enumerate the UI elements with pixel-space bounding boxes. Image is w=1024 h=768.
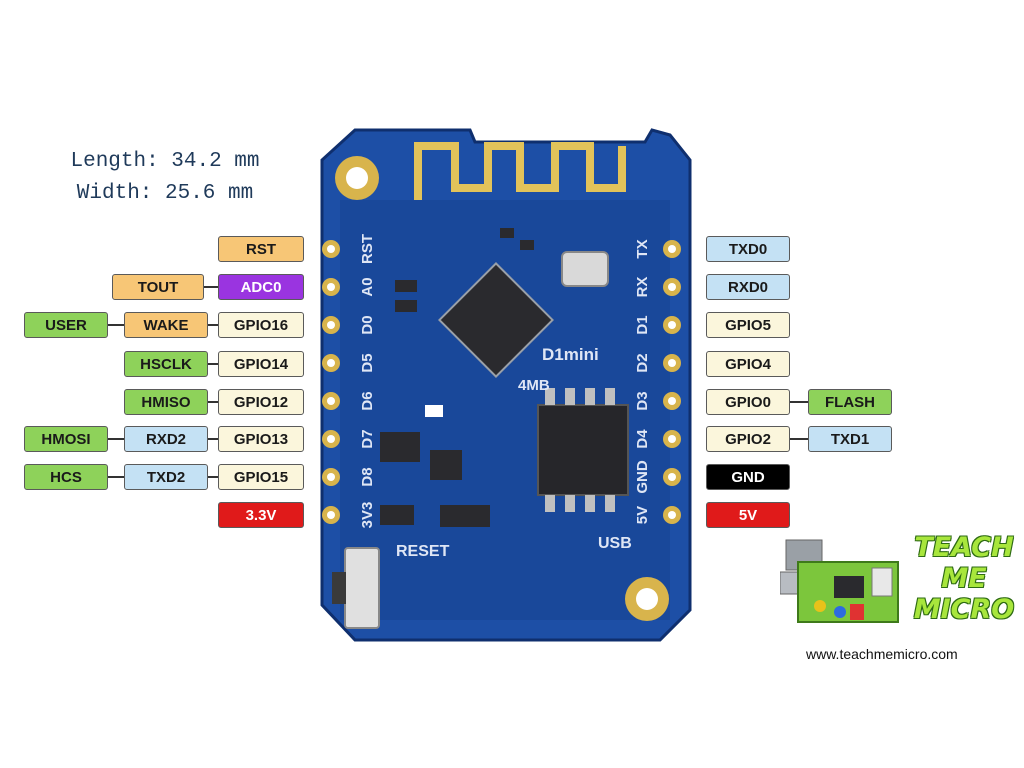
label-gnd: GND <box>706 464 790 490</box>
label-gpio4: GPIO4 <box>706 351 790 377</box>
label-wake: WAKE <box>124 312 208 338</box>
header-pin-hole <box>668 283 676 291</box>
label-rxd0: RXD0 <box>706 274 790 300</box>
label-gpio16: GPIO16 <box>218 312 304 338</box>
label-txd0: TXD0 <box>706 236 790 262</box>
silkscreen-pin-label: D8 <box>359 467 376 486</box>
header-pin-hole <box>668 473 676 481</box>
silkscreen-pin-label: D7 <box>359 429 376 448</box>
silkscreen-pin-label: D6 <box>359 391 376 410</box>
reset-label: RESET <box>396 543 450 560</box>
label-hmiso: HMISO <box>124 389 208 415</box>
connector-line <box>108 476 124 478</box>
label-rxd2: RXD2 <box>124 426 208 452</box>
silkscreen-pin-label: TX <box>634 239 651 258</box>
connector-line <box>108 324 124 326</box>
silkscreen-pin-label: A0 <box>359 277 376 296</box>
label-txd2: TXD2 <box>124 464 208 490</box>
label-adc0: ADC0 <box>218 274 304 300</box>
header-pin-hole <box>327 283 335 291</box>
label-gpio0: GPIO0 <box>706 389 790 415</box>
header-pin-hole <box>668 359 676 367</box>
silkscreen-pin-label: 5V <box>634 506 651 524</box>
header-pin-hole <box>668 321 676 329</box>
header-pin-hole <box>327 245 335 253</box>
header-pins <box>322 240 681 524</box>
label-gpio13: GPIO13 <box>218 426 304 452</box>
label-flash: FLASH <box>808 389 892 415</box>
connector-line <box>208 476 218 478</box>
usb-label: USB <box>598 535 632 552</box>
silkscreen-pin-label: 3V3 <box>359 502 376 529</box>
model-label: D1mini <box>542 345 599 364</box>
logo-line-1: TEACH <box>914 532 1014 563</box>
connector-line <box>108 438 124 440</box>
label-tout: TOUT <box>112 274 204 300</box>
header-pin-hole <box>327 321 335 329</box>
flash-size-label: 4MB <box>518 377 550 394</box>
label-gpio2: GPIO2 <box>706 426 790 452</box>
connector-line <box>208 324 218 326</box>
connector-line <box>790 438 808 440</box>
connector-line <box>204 286 218 288</box>
header-pin-hole <box>668 435 676 443</box>
pcb-logo-icon <box>780 539 899 623</box>
connector-line <box>208 438 218 440</box>
crystal-oscillator <box>561 251 609 287</box>
esp8266-chip <box>438 262 554 378</box>
header-pin-hole <box>668 511 676 519</box>
reset-button-actuator <box>332 572 346 604</box>
silkscreen-pin-label: GND <box>634 460 651 494</box>
header-pin-hole <box>327 511 335 519</box>
flash-chip-legs <box>545 388 615 512</box>
silkscreen-pin-label: RST <box>359 234 376 264</box>
label-gpio15: GPIO15 <box>218 464 304 490</box>
silkscreen-pin-label: D3 <box>634 391 651 410</box>
label-gpio14: GPIO14 <box>218 351 304 377</box>
small-components <box>380 228 534 527</box>
label-rst: RST <box>218 236 304 262</box>
flash-chip <box>537 404 629 496</box>
antenna-trace <box>414 142 626 200</box>
connector-line <box>208 363 218 365</box>
teach-me-micro-logo: TEACH ME MICRO <box>908 532 1020 625</box>
label-3v3: 3.3V <box>218 502 304 528</box>
connector-line <box>790 401 808 403</box>
website-url: www.teachmemicro.com <box>806 646 958 662</box>
label-hmosi: HMOSI <box>24 426 108 452</box>
logo-line-2: ME <box>941 563 987 594</box>
header-pin-hole <box>327 359 335 367</box>
label-5v: 5V <box>706 502 790 528</box>
silkscreen-pin-label: D1 <box>634 315 651 334</box>
label-hcs: HCS <box>24 464 108 490</box>
logo-line-3: MICRO <box>913 594 1015 625</box>
silkscreen-pin-label: D2 <box>634 353 651 372</box>
label-txd1: TXD1 <box>808 426 892 452</box>
connector-line <box>208 401 218 403</box>
label-gpio12: GPIO12 <box>218 389 304 415</box>
label-gpio5: GPIO5 <box>706 312 790 338</box>
label-user: USER <box>24 312 108 338</box>
mounting-hole-bottom-right <box>625 577 669 621</box>
silkscreen-pin-label: D0 <box>359 315 376 334</box>
label-hsclk: HSCLK <box>124 351 208 377</box>
board-length: Length: 34.2 mm <box>70 150 260 173</box>
silkscreen-pin-label: RX <box>634 277 651 298</box>
header-pin-hole <box>327 473 335 481</box>
header-pin-hole <box>327 397 335 405</box>
reset-button <box>344 547 380 629</box>
mounting-hole-top-left <box>335 156 379 200</box>
board-width: Width: 25.6 mm <box>76 182 254 205</box>
silkscreen-pin-label: D5 <box>359 353 376 372</box>
header-pin-hole <box>327 435 335 443</box>
header-pin-hole <box>668 397 676 405</box>
header-pin-hole <box>668 245 676 253</box>
silkscreen-pin-label: D4 <box>634 429 651 449</box>
